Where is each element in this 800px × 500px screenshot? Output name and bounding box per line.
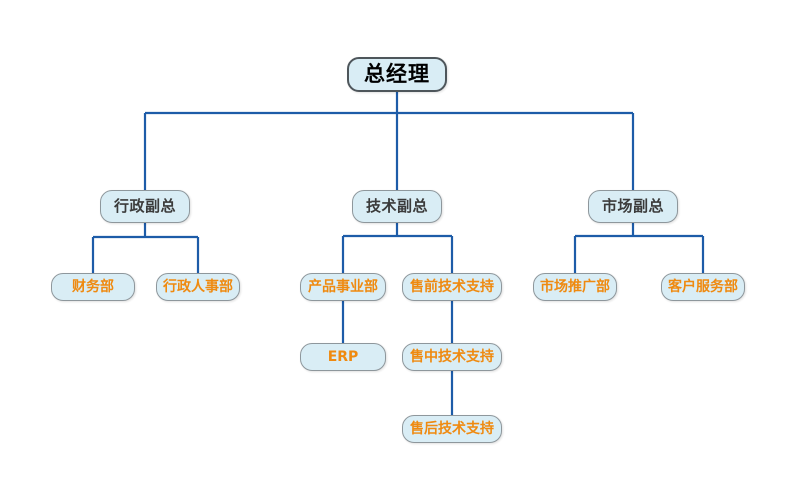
connector-admin-vp-branch: [91, 222, 200, 274]
org-node-label: ERP: [327, 349, 359, 365]
org-node-finance-dept[interactable]: 财务部: [51, 273, 135, 301]
org-node-tech-vp[interactable]: 技术副总: [352, 190, 442, 223]
org-node-label: 财务部: [72, 279, 114, 295]
org-node-erp[interactable]: ERP: [300, 343, 386, 371]
connector-market-vp-branch: [573, 222, 705, 274]
org-node-aftersales-support[interactable]: 售后技术支持: [402, 415, 502, 443]
org-node-midsales-support[interactable]: 售中技术支持: [402, 343, 502, 371]
org-node-admin-vp[interactable]: 行政副总: [100, 190, 190, 223]
org-node-presales-support[interactable]: 售前技术支持: [402, 273, 502, 301]
org-node-label: 客户服务部: [668, 279, 738, 295]
org-node-customer-service-dept[interactable]: 客户服务部: [661, 273, 745, 301]
org-node-label: 售后技术支持: [410, 421, 494, 437]
org-node-label: 产品事业部: [308, 279, 378, 295]
org-node-general-manager[interactable]: 总经理: [347, 57, 447, 92]
org-node-market-vp[interactable]: 市场副总: [588, 190, 678, 223]
org-node-label: 总经理: [364, 62, 430, 86]
org-node-market-promotion-dept[interactable]: 市场推广部: [533, 273, 617, 301]
org-node-label: 售中技术支持: [410, 349, 494, 365]
org-node-product-division[interactable]: 产品事业部: [300, 273, 386, 301]
org-node-label: 市场副总: [601, 197, 664, 215]
org-node-label: 行政副总: [113, 197, 176, 215]
org-node-label: 售前技术支持: [410, 279, 494, 295]
connector-tech-vp-branch: [341, 222, 454, 274]
org-node-label: 技术副总: [365, 197, 428, 215]
org-node-label: 市场推广部: [540, 279, 610, 295]
connector-root-to-vps: [143, 91, 635, 191]
org-node-admin-hr-dept[interactable]: 行政人事部: [156, 273, 240, 301]
org-node-label: 行政人事部: [163, 279, 233, 295]
